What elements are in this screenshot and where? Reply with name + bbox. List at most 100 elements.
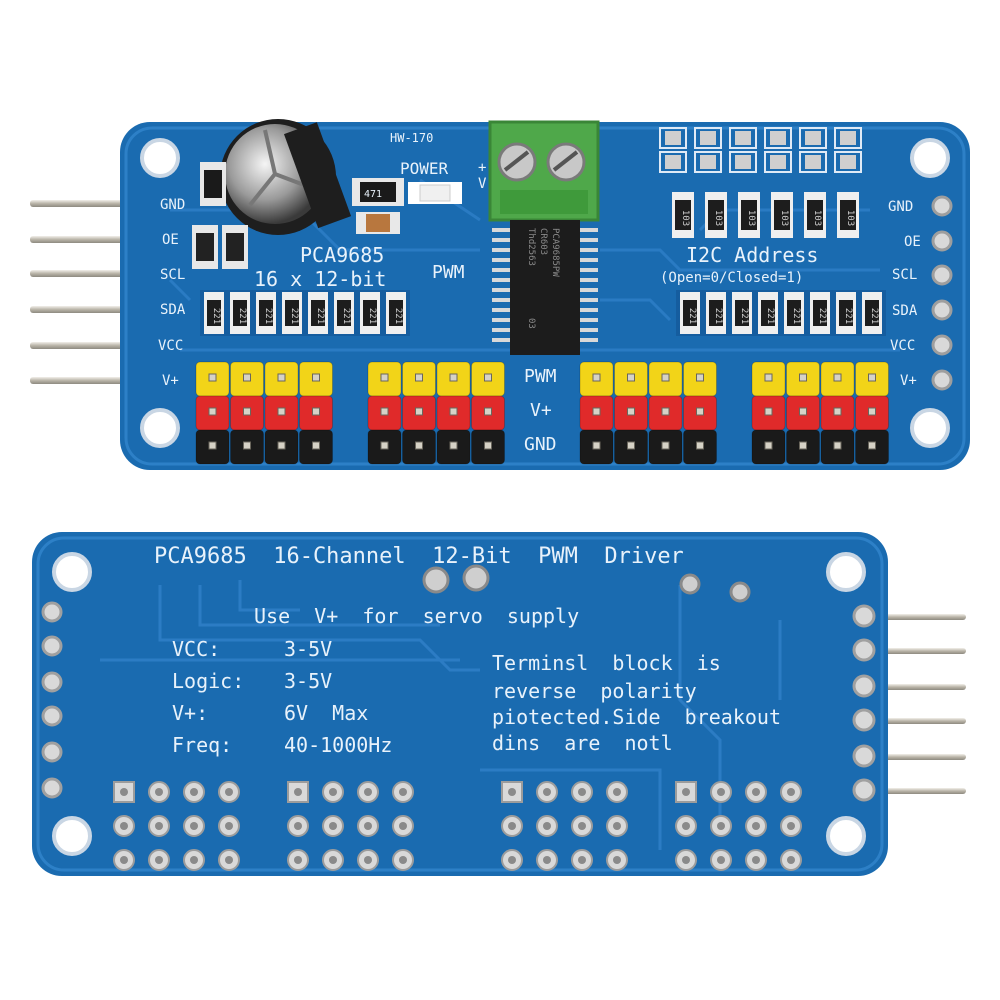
resistor-body	[285, 300, 299, 326]
header-pin	[868, 441, 876, 450]
servo-header-group	[579, 361, 717, 465]
pad-hole	[155, 822, 163, 830]
header-pin	[449, 441, 458, 450]
right-label-vplus: V+	[900, 373, 917, 389]
resistor-body	[741, 200, 757, 230]
pad-hole	[787, 856, 795, 864]
pad-hole	[190, 856, 198, 864]
resistor-code: 221	[263, 308, 273, 324]
note-line: Terminsl block is	[492, 651, 721, 675]
spec-label: V+:	[172, 701, 208, 725]
pad-hole	[578, 856, 586, 864]
jumper-solder	[840, 131, 856, 145]
header-pin	[380, 441, 389, 450]
header-pin	[380, 373, 389, 382]
jumper-solder	[770, 155, 786, 169]
pad-hole	[717, 856, 725, 864]
mounting-holes-bottom	[52, 552, 866, 856]
resistor-body	[233, 300, 247, 326]
resistor-body	[865, 300, 879, 326]
row-label-pwm: PWM	[524, 366, 557, 387]
resistor-body	[761, 300, 775, 326]
header-pin	[799, 373, 807, 382]
jumper-pad	[729, 127, 757, 149]
header-pin	[696, 441, 704, 450]
i2c-address-title: I2C Address	[686, 243, 818, 267]
resistor-code: 221	[211, 308, 221, 324]
jumper-solder	[700, 131, 716, 145]
right-label-sda: SDA	[892, 303, 918, 319]
left-label-scl: SCL	[160, 267, 185, 283]
pad-hole	[717, 788, 725, 796]
header-pin	[592, 441, 601, 450]
terminal-block	[488, 120, 600, 222]
resistor-body	[813, 300, 827, 326]
note-line: reverse polarity	[492, 679, 697, 703]
header-pin	[449, 407, 458, 416]
note-line: piotected.Side breakout	[492, 705, 781, 729]
pad-group	[675, 781, 802, 871]
servo-solder-pads	[113, 781, 802, 871]
header-pin	[277, 373, 286, 382]
resistor-code: 103	[779, 210, 789, 226]
header-pin	[415, 407, 423, 416]
left-label-vcc: VCC	[158, 338, 183, 354]
pad-hole	[682, 788, 690, 796]
capacitor-solder-joints	[679, 573, 751, 603]
bottom-pcb	[32, 532, 888, 876]
resistor-code: 221	[791, 308, 801, 324]
pad-hole	[399, 822, 407, 830]
jumper-pad	[659, 151, 687, 173]
chip-marking-1: PCA9685PW	[550, 228, 560, 277]
header-pin	[696, 373, 704, 382]
pad-group	[287, 781, 414, 871]
resolution-label: 16 x 12-bit	[254, 267, 386, 291]
header-pin	[661, 373, 670, 382]
pwm-label: PWM	[432, 262, 465, 283]
pad-hole	[225, 856, 233, 864]
resistor-body	[207, 300, 221, 326]
resistor-code: 103	[680, 210, 690, 226]
address-jumper-pads	[659, 127, 862, 173]
header-pin	[312, 373, 320, 382]
left-label-vplus: V+	[162, 373, 179, 389]
jumper-pad	[799, 127, 827, 149]
header-pin	[380, 407, 389, 416]
terminal-solder-joints	[422, 564, 490, 594]
pad-hole	[329, 822, 337, 830]
header-pin	[799, 407, 807, 416]
pad-hole	[787, 788, 795, 796]
header-pin	[696, 407, 704, 416]
pad-hole	[294, 856, 302, 864]
spec-value: 40-1000Hz	[284, 733, 392, 757]
pad-hole	[155, 788, 163, 796]
pad-hole	[225, 788, 233, 796]
resistor-code: 221	[341, 308, 351, 324]
chip-marking-4: 03	[526, 318, 536, 329]
servo-headers	[195, 361, 889, 465]
header-pin	[484, 407, 492, 416]
header-pin	[833, 441, 842, 450]
pad-hole	[120, 856, 128, 864]
header-pin	[592, 407, 601, 416]
left-side-pads-bottom	[41, 601, 63, 799]
spec-label: Freq:	[172, 733, 232, 757]
pad-hole	[190, 788, 198, 796]
resistor-body	[708, 200, 724, 230]
jumper-pad	[799, 151, 827, 173]
resistor-body	[840, 200, 856, 230]
resistor-code: 221	[367, 308, 377, 324]
chip-marking-3: Thd2563	[526, 228, 536, 266]
board-title: PCA9685 16-Channel 12-Bit PWM Driver	[154, 544, 684, 569]
header-pin	[627, 373, 635, 382]
right-side-pads	[931, 195, 953, 391]
resistor-body	[675, 200, 691, 230]
resistor-body	[683, 300, 697, 326]
resistor-body	[337, 300, 351, 326]
jumper-solder	[840, 155, 856, 169]
jumper-solder	[665, 131, 681, 145]
jumper-solder	[700, 155, 716, 169]
pad-group	[501, 781, 628, 871]
right-side-pads-bottom	[852, 604, 876, 802]
pad-hole	[364, 822, 372, 830]
